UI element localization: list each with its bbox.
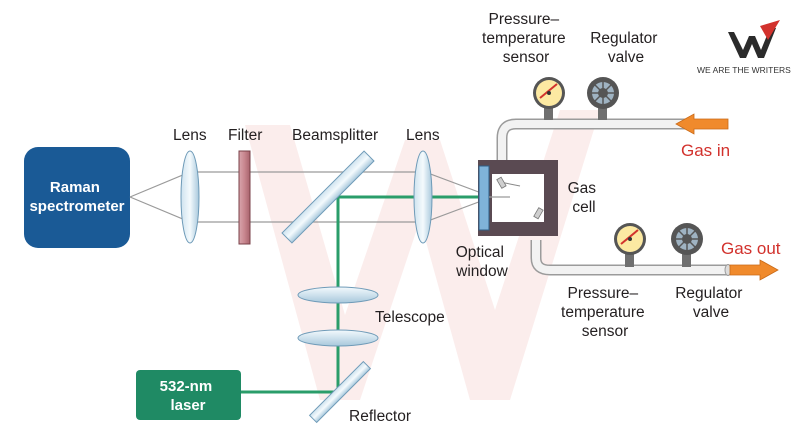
valve-top-label: Regulator valve <box>590 30 662 66</box>
pressure-gauge-bottom <box>614 223 646 267</box>
gas-cell <box>478 160 558 236</box>
gas-inlet-pipe <box>496 118 692 165</box>
filter <box>238 150 251 245</box>
sensor-bottom-label: Pressure– temperature sensor <box>561 285 649 340</box>
optical-window-label: Optical window <box>455 244 508 280</box>
sensor-top-label: Pressure– temperature sensor <box>482 11 570 66</box>
gas-out-label: Gas out <box>721 239 781 258</box>
pressure-gauge-top <box>533 77 565 120</box>
reflector-label: Reflector <box>349 408 411 425</box>
reflector <box>308 360 372 424</box>
gas-cell-label: Gas cell <box>568 180 601 216</box>
raman-spectrometer-box <box>24 147 130 248</box>
laser-label: 532-nm laser <box>160 378 217 414</box>
regulator-valve-top <box>587 77 619 120</box>
gas-in-label: Gas in <box>681 141 730 160</box>
writers-logo: WE ARE THE WRITERS <box>697 20 791 75</box>
laser-box <box>136 370 241 420</box>
valve-bottom-label: Regulator valve <box>675 285 747 321</box>
watermark <box>245 110 600 400</box>
gas-in-arrow-icon <box>675 113 729 135</box>
gas-out-arrow-icon <box>729 259 779 281</box>
lens-right-label: Lens <box>406 127 440 144</box>
filter-label: Filter <box>228 127 262 144</box>
beamsplitter-label: Beamsplitter <box>292 127 378 144</box>
optical-window <box>478 165 490 231</box>
lens-left <box>180 150 200 244</box>
telescope-lens-bottom <box>297 329 379 347</box>
beamsplitter <box>281 150 375 244</box>
gas-outlet-pipe <box>530 240 732 276</box>
telescope-label: Telescope <box>375 309 445 326</box>
telescope-lens-top <box>297 286 379 304</box>
regulator-valve-bottom <box>671 223 703 267</box>
raman-spectrometer-label: Raman spectrometer <box>29 179 124 215</box>
lens-right <box>413 150 433 244</box>
lens-left-label: Lens <box>173 127 207 144</box>
logo-text: WE ARE THE WRITERS <box>697 65 791 75</box>
